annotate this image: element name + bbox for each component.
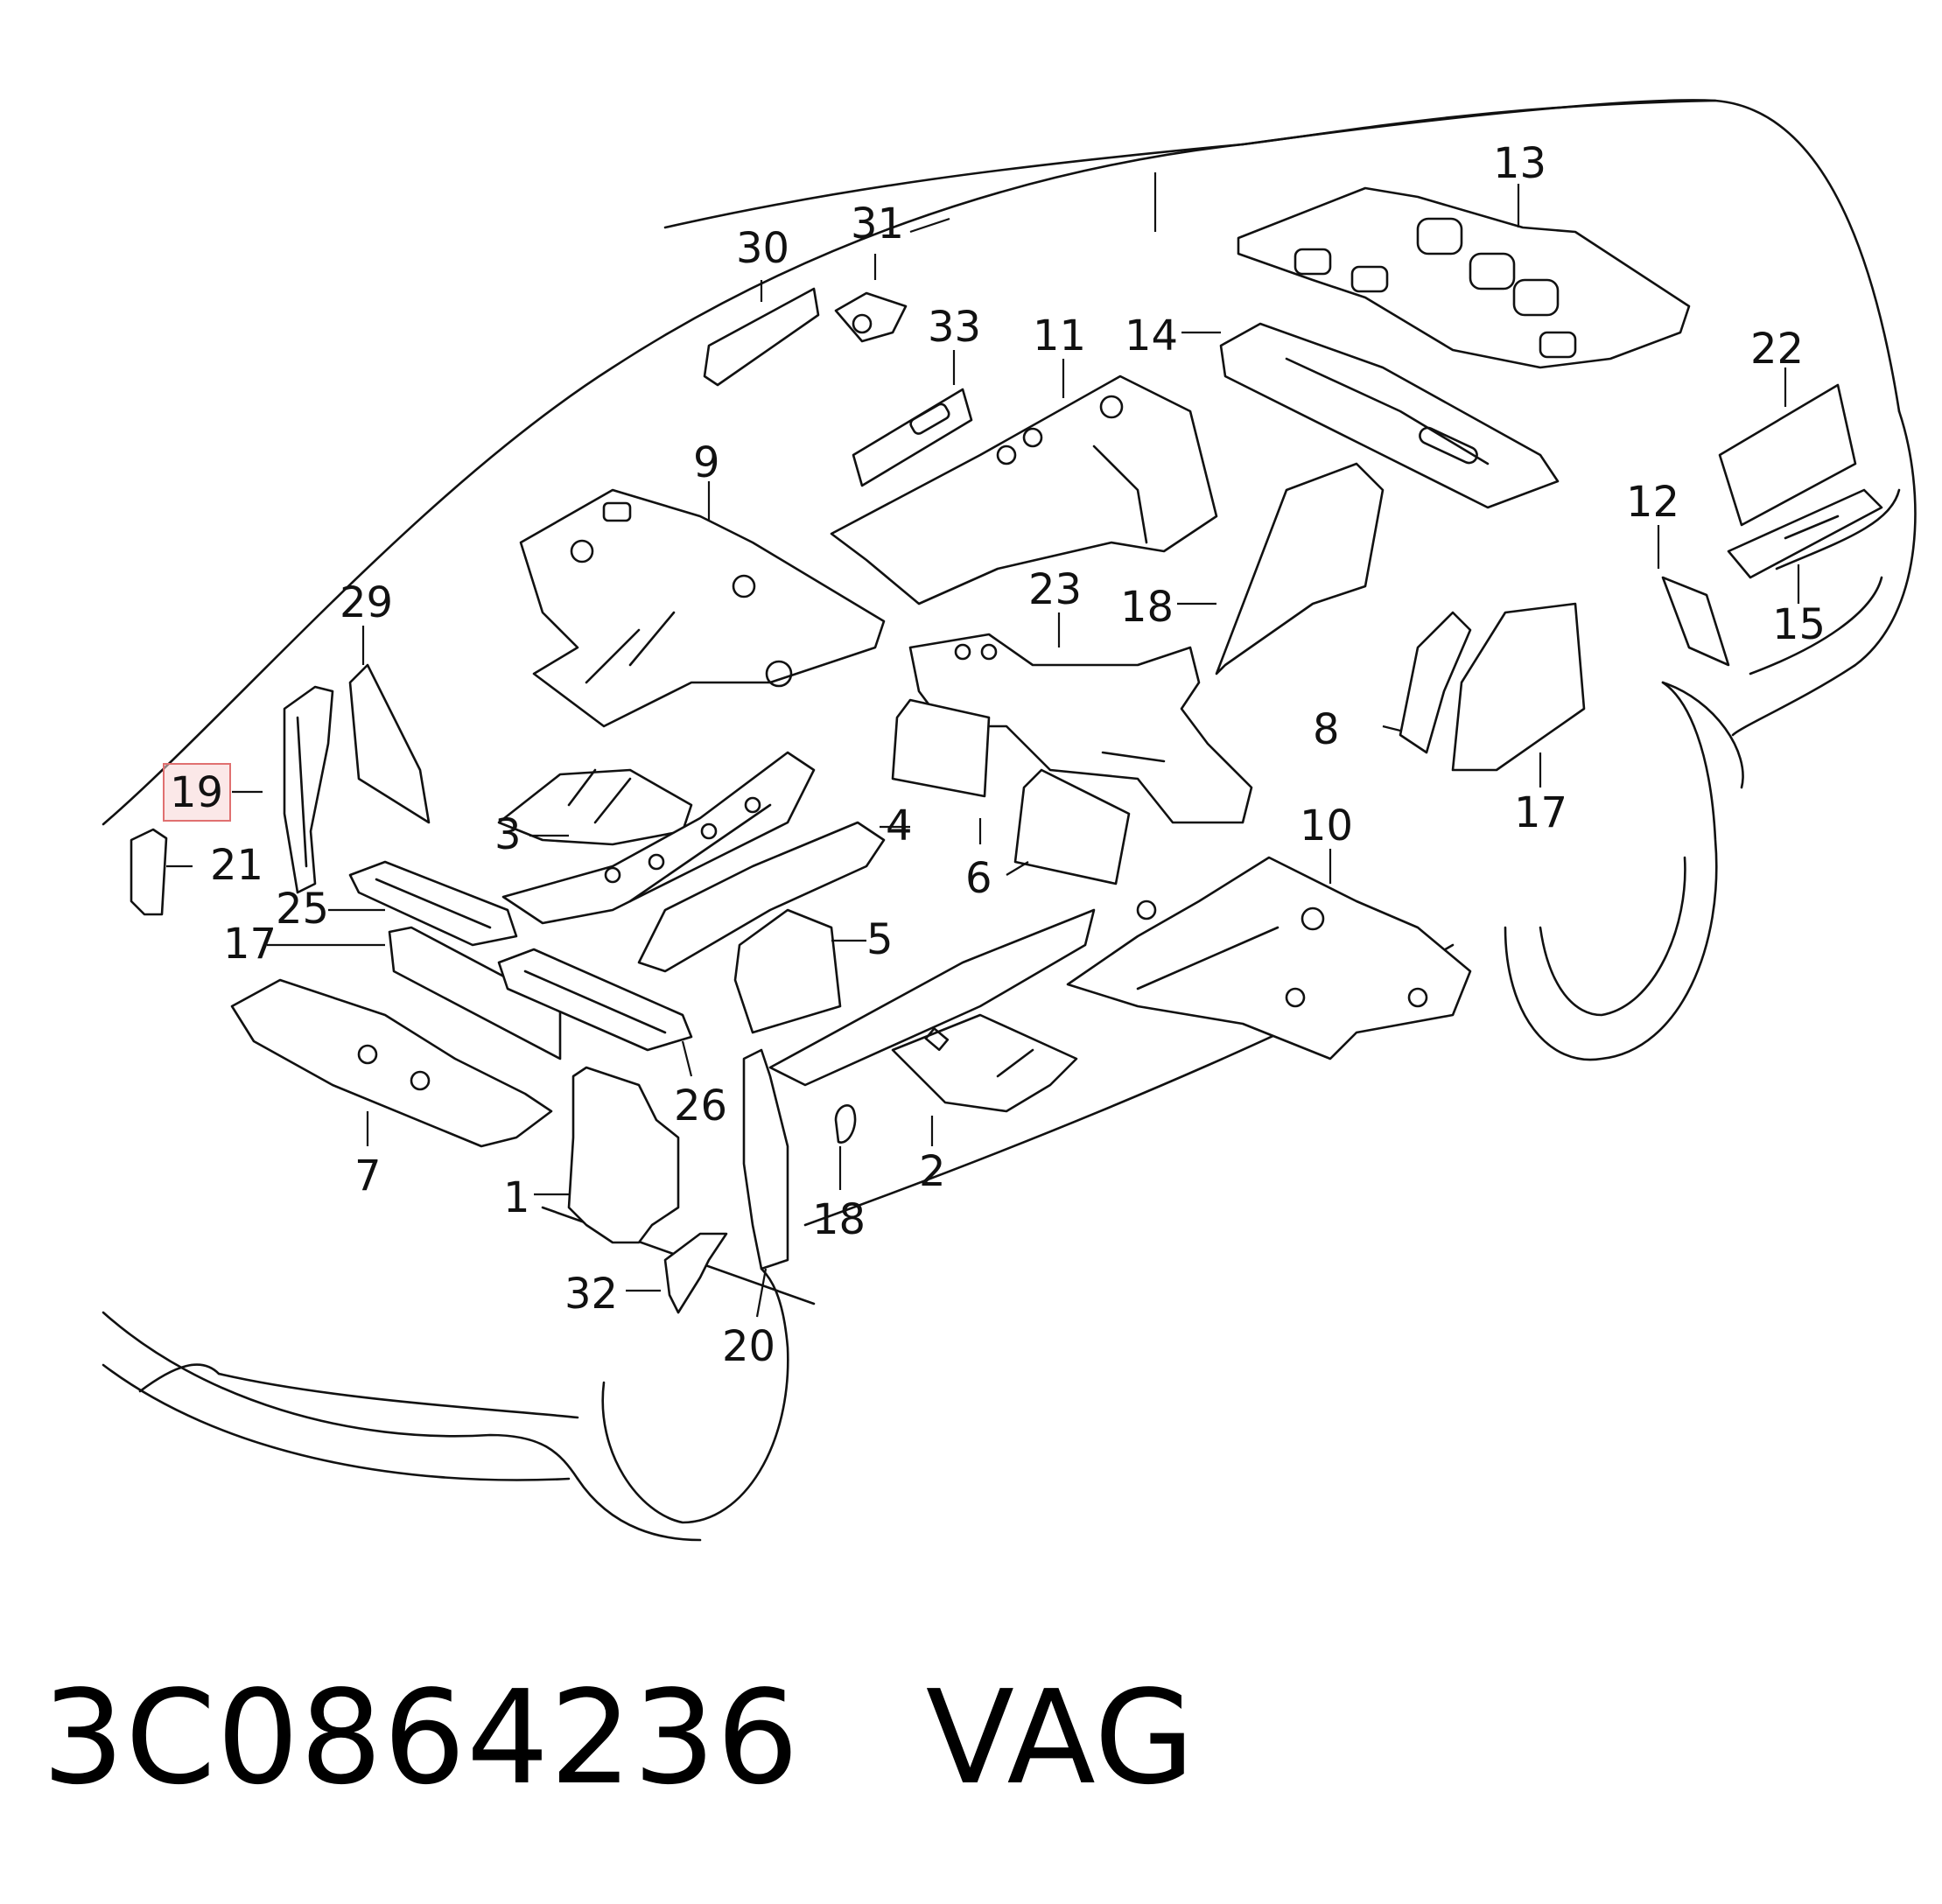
part-7-front-crossmember xyxy=(230,978,553,1148)
callout-30: 30 xyxy=(736,224,789,273)
part-4-sill-panel xyxy=(501,751,816,925)
callout-18a: 18 xyxy=(1120,583,1174,632)
part-25-strip xyxy=(348,860,518,947)
part-21-small-block xyxy=(130,828,168,916)
highlight-box-19 xyxy=(163,763,231,822)
callout-15: 15 xyxy=(1772,600,1826,649)
part-10-rear-floor xyxy=(1066,856,1472,1060)
part-4b-side-strip xyxy=(637,821,886,973)
callout-9: 9 xyxy=(693,438,720,487)
callout-3: 3 xyxy=(494,810,522,859)
callout-19: 19 xyxy=(170,768,223,817)
part-15-bracket xyxy=(1727,488,1883,579)
part-11-tunnel-insulation xyxy=(830,374,1218,606)
callout-11: 11 xyxy=(1033,312,1086,360)
callout-5: 5 xyxy=(866,915,894,964)
part-14-rear-crossmember xyxy=(1219,322,1560,509)
callout-labels: 13 31 30 33 11 14 22 12 15 9 29 23 18 8 … xyxy=(170,139,1826,1371)
brand-label: VAG xyxy=(925,1662,1195,1813)
callout-1: 1 xyxy=(503,1173,530,1222)
part-32-seal xyxy=(663,1232,728,1314)
callout-6: 6 xyxy=(965,854,992,903)
part-8-wheel-arch xyxy=(1399,611,1472,754)
part-18-rear-insulation xyxy=(1215,462,1385,676)
callout-32: 32 xyxy=(564,1270,618,1319)
callout-4: 4 xyxy=(886,802,913,850)
callout-17a: 17 xyxy=(1514,788,1567,837)
callout-7: 7 xyxy=(354,1152,382,1200)
callout-31: 31 xyxy=(851,200,904,248)
part-12-wheelhouse-liner xyxy=(1661,576,1730,667)
callout-25: 25 xyxy=(276,885,329,934)
part-2-floor-strip xyxy=(768,908,1096,1113)
part-6-pad-a xyxy=(891,698,991,798)
part-22-pad xyxy=(1718,383,1857,527)
part-number: 3C0864236 xyxy=(42,1662,800,1813)
callout-18b: 18 xyxy=(812,1195,866,1244)
leader-lines xyxy=(166,172,1800,1318)
callout-12: 12 xyxy=(1626,478,1679,527)
part-18-grommet xyxy=(834,1104,857,1144)
callout-21: 21 xyxy=(210,841,263,890)
callout-22: 22 xyxy=(1750,325,1804,374)
part-3-front-floor-left xyxy=(497,768,693,846)
callout-29: 29 xyxy=(340,578,393,627)
part-number-caption: 3C0864236 VAG xyxy=(42,1662,1195,1813)
callout-17b: 17 xyxy=(223,920,277,969)
part-29-wedge xyxy=(348,663,431,824)
part-30-plate xyxy=(703,287,820,387)
part-20-b-pillar-trim xyxy=(742,1048,789,1270)
part-13-rear-floor-pan xyxy=(1237,186,1691,369)
part-9-front-floor-insulation xyxy=(519,488,886,728)
part-1-side-panel xyxy=(567,1066,680,1244)
callout-8: 8 xyxy=(1313,705,1340,754)
callout-33: 33 xyxy=(928,303,981,352)
callout-26: 26 xyxy=(674,1082,727,1130)
callout-2: 2 xyxy=(919,1147,946,1196)
callout-13: 13 xyxy=(1493,139,1546,188)
part-17-rear-pad xyxy=(1451,602,1586,772)
part-31-clip xyxy=(834,291,908,343)
callout-14: 14 xyxy=(1125,312,1178,360)
part-19-a-pillar-trim xyxy=(283,685,334,894)
part-5-tunnel-pad xyxy=(733,908,842,1034)
callout-10: 10 xyxy=(1300,802,1353,850)
part-6-pad-b xyxy=(1013,768,1131,886)
part-26-strip xyxy=(497,948,693,1052)
part-17-front-strip xyxy=(388,926,562,1060)
callout-20: 20 xyxy=(722,1322,775,1371)
callout-23: 23 xyxy=(1028,565,1082,614)
part-33-pad xyxy=(852,388,973,487)
